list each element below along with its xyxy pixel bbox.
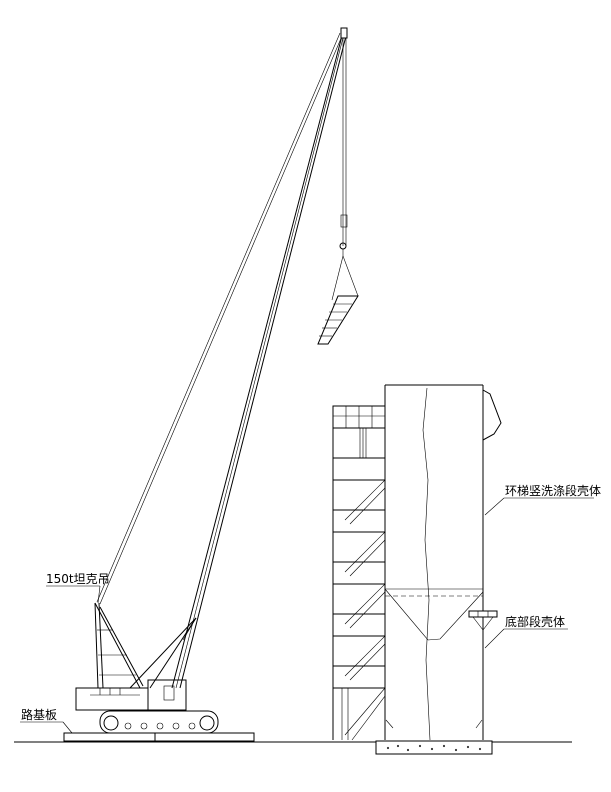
crane-cables: [96, 27, 348, 605]
lower-shell-label: 底部段壳体: [505, 614, 565, 629]
roadbed-plates: [63, 732, 255, 742]
crane-label: 150t坦克吊: [46, 572, 110, 586]
crane-body: [75, 679, 187, 711]
label-leaders: [20, 497, 594, 734]
upper-shell-label: 环梯竖洗涤段壳体: [505, 483, 601, 498]
shell-supports: [385, 610, 498, 729]
crane-crawler: [99, 710, 219, 734]
vessel-shell: [384, 384, 502, 741]
roadbed-label: 路基板: [21, 707, 57, 722]
platform-stack: [332, 405, 386, 741]
crane-mast: [94, 602, 144, 689]
hook-and-load: [317, 242, 359, 345]
foundation: [375, 740, 493, 755]
crane-boom: [129, 31, 347, 689]
